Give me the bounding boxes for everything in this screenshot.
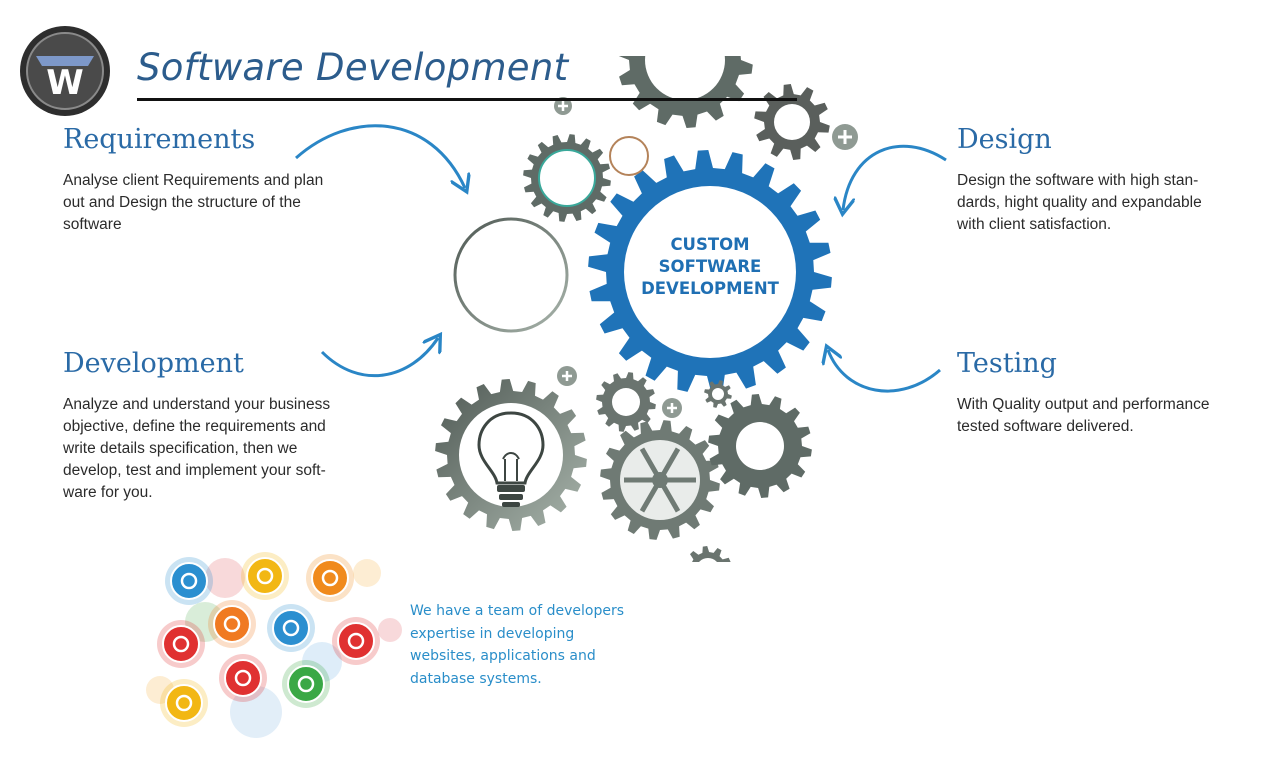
gear-top-right [754,84,830,160]
company-logo: W [18,24,112,118]
design-description: Design the software with high stan- dard… [957,172,1202,233]
gear-right [708,394,812,498]
arrow-requirements [295,124,465,188]
design-heading: Design [957,124,1052,155]
arrow-development [320,338,438,378]
search-icon [282,660,330,708]
lightbulb-icon [477,411,545,507]
gear-tiny-b [704,380,732,408]
support-icon [219,654,267,702]
decor-bubble [230,686,282,738]
decor-bubble [205,558,245,598]
center-gear-label: CUSTOM SOFTWARE DEVELOPMENT [641,235,779,298]
handshake-icon [208,600,256,648]
requirements-heading: Requirements [63,124,256,155]
gear-small-dashed [523,134,611,222]
presentation-icon [267,604,315,652]
logo-letter: W [46,63,84,103]
wheel-spokes [624,447,696,513]
testing-description: With Quality output and performance test… [957,396,1210,435]
development-heading: Development [63,348,244,379]
plus-icon [832,124,858,150]
testing-heading: Testing [957,348,1057,379]
decor-bubble [353,559,381,587]
ring-small [609,136,649,176]
settings-icon [332,617,380,665]
arrow-design [843,144,947,210]
title-underline [137,98,797,101]
gear-main [588,150,832,394]
requirements-description: Analyse client Requirements and plan out… [63,172,324,233]
plus-icon [554,97,572,115]
gear-tiny-a [596,372,656,432]
gear-bulb [435,379,587,531]
cloud-icon [165,557,213,605]
lightbulb-icon [306,554,354,602]
arrow-testing [828,350,941,393]
development-description: Analyze and understand your business obj… [63,396,331,501]
ring-large [453,217,569,333]
database-icon [160,679,208,727]
plus-icon [557,366,577,386]
plus-icon [662,398,682,418]
decor-bubble [378,618,402,642]
team-description: We have a team of developers expertise i… [410,603,625,687]
sitemap-icon [241,552,289,600]
cart-icon [157,620,205,668]
page-title: Software Development [137,46,569,89]
